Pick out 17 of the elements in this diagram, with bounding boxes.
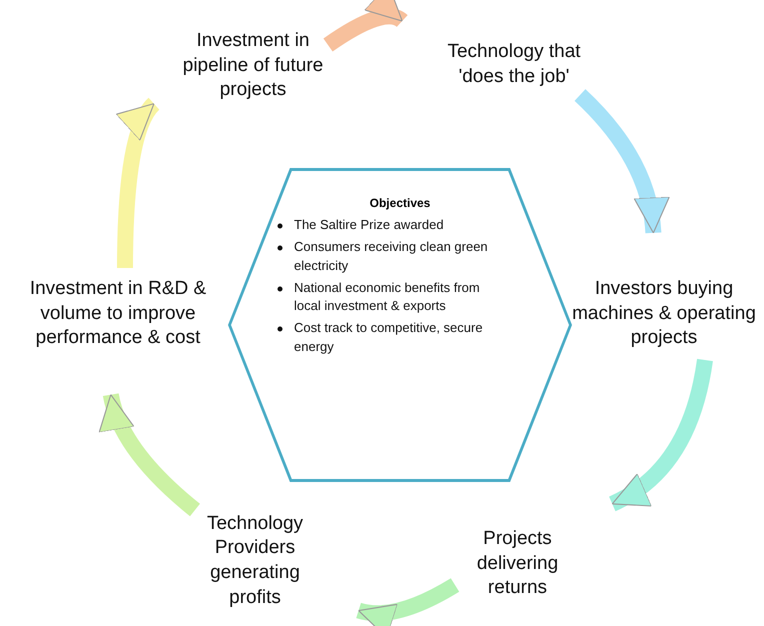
cycle-step-label: Investment in pipeline of future projects <box>178 20 328 112</box>
cycle-step-label: Technology that 'does the job' <box>428 35 600 95</box>
objective-item: National economic benefits from local investment & exports <box>294 280 480 314</box>
cycle-step-label: Technology Providers generating profits <box>185 505 325 617</box>
curved-arrow <box>116 98 160 268</box>
objective-item: Cost track to competitive, secure energy <box>294 320 483 354</box>
objectives-heading: Objectives <box>368 196 432 210</box>
objective-item: Consumers receiving clean green electricity <box>294 238 488 273</box>
curved-arrow <box>574 89 668 234</box>
curved-arrow <box>324 0 407 52</box>
curved-arrow <box>100 393 200 516</box>
cycle-step-label: Investors buying machines & operating projects <box>566 268 762 360</box>
cycle-step-label: Projects delivering returns <box>455 518 580 610</box>
objective-item: The Saltire Prize awarded <box>294 217 444 232</box>
curved-arrow <box>608 358 713 512</box>
cycle-step-label: Investment in R&D & volume to improve performance & cost <box>8 268 228 360</box>
curved-arrow <box>356 578 460 626</box>
